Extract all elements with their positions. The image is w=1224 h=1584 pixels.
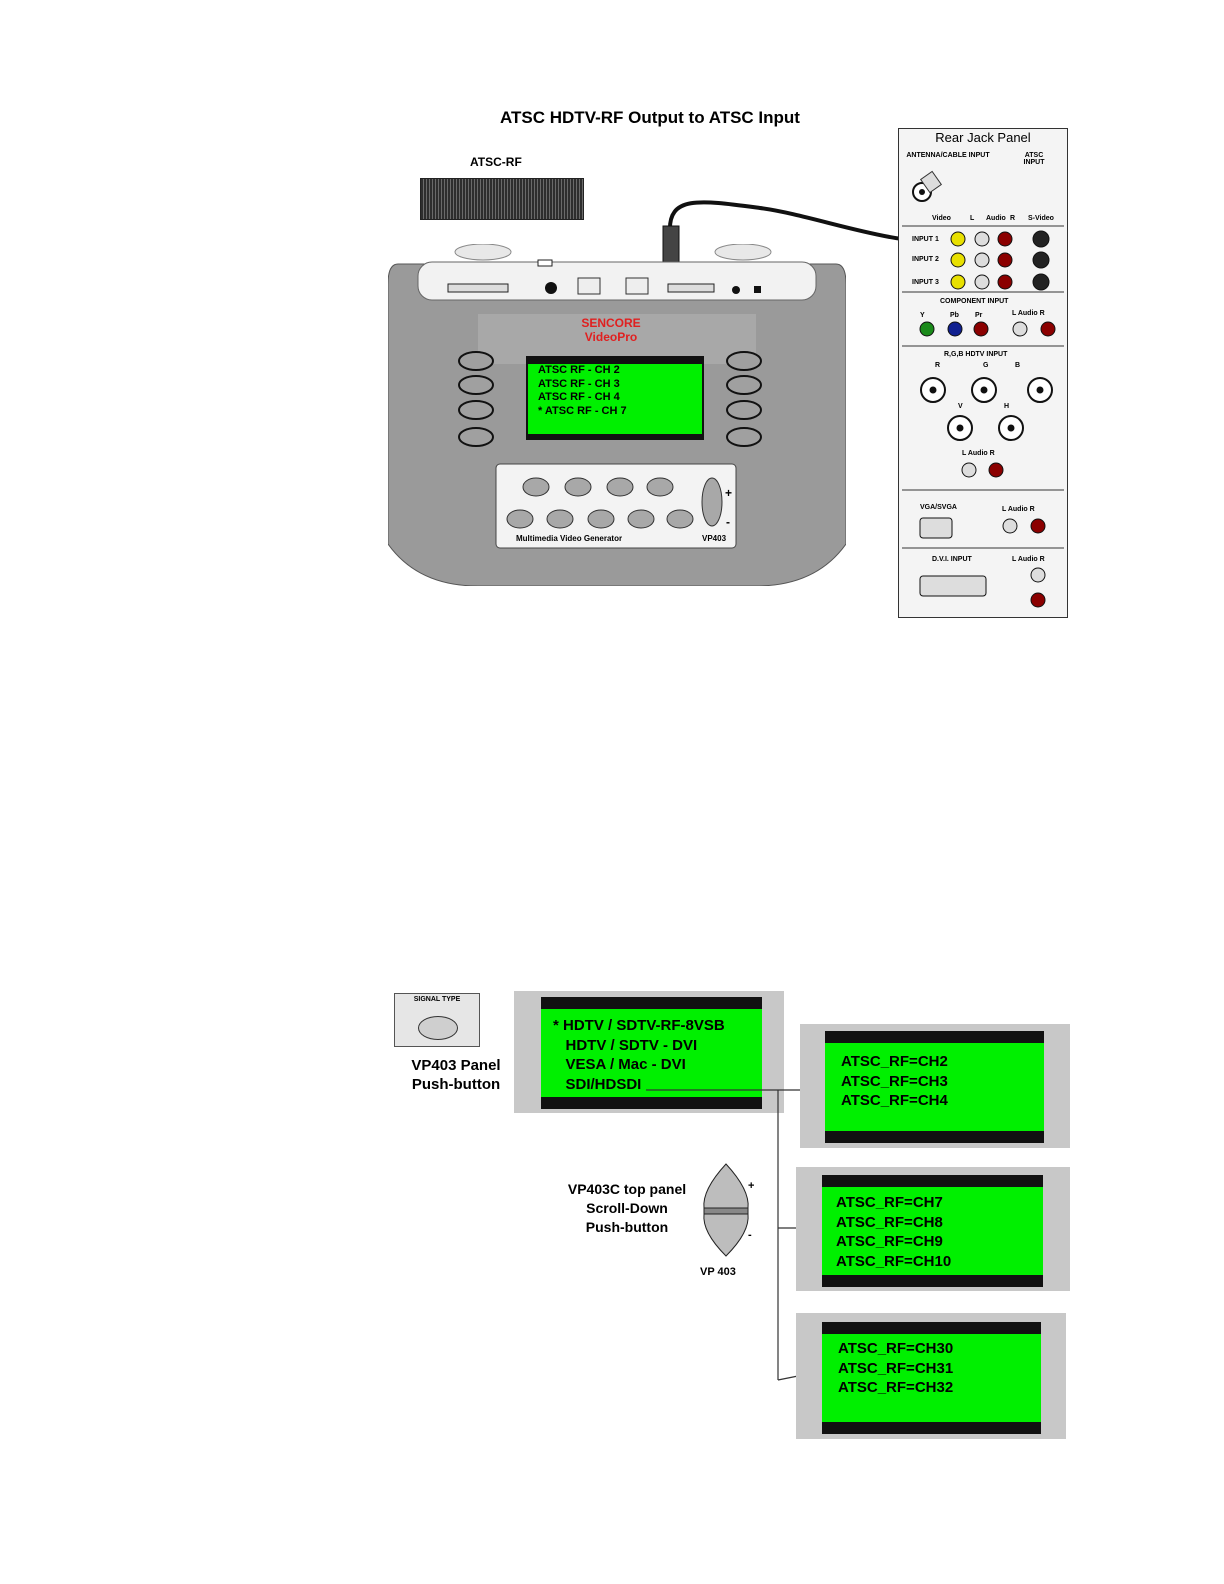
channel-line: ATSC_RF=CH3 [841, 1072, 948, 1090]
rf-signal-band [420, 178, 584, 220]
brand-line: SENCORE [581, 316, 641, 330]
rgb-b: B [1015, 362, 1021, 369]
col-video: Video [932, 215, 951, 222]
col-l: L [970, 215, 975, 222]
lcd-line: ATSC RF - CH 3 [538, 377, 620, 390]
minus-sign: - [726, 515, 730, 529]
rear-panel-title: Rear Jack Panel [935, 130, 1031, 145]
input1-label: INPUT 1 [912, 236, 939, 243]
channel-lcd: ATSC_RF=CH2 ATSC_RF=CH3 ATSC_RF=CH4 [825, 1031, 1044, 1143]
comp-y: Y [920, 312, 925, 319]
col-r: R [1010, 215, 1016, 222]
channel-line: ATSC_RF=CH8 [836, 1213, 943, 1231]
lcd-line: ATSC RF - CH 2 [538, 364, 620, 376]
menu-line: HDTV / SDTV - DVI [553, 1036, 698, 1054]
scroll-caption: VP403C top panel Scroll-Down Push-button [552, 1180, 702, 1237]
col-audio: Audio [986, 215, 1006, 222]
channel-line: ATSC_RF=CH30 [838, 1340, 954, 1357]
caption-line: Scroll-Down [586, 1200, 668, 1216]
rgb-g: G [983, 362, 989, 369]
channel-lcd: ATSC_RF=CH7 ATSC_RF=CH8 ATSC_RF=CH9 ATSC… [822, 1175, 1043, 1287]
input2-label: INPUT 2 [912, 256, 939, 263]
input3-label: INPUT 3 [912, 279, 939, 286]
rgb-label: R,G,B HDTV INPUT [944, 351, 1008, 358]
panel-label-left: Multimedia Video Generator [516, 534, 623, 543]
plus-sign: + [725, 486, 733, 500]
channel-line: ATSC_RF=CH10 [836, 1252, 952, 1270]
channel-lcd: ATSC_RF=CH30 ATSC_RF=CH31 ATSC_RF=CH32 [822, 1322, 1041, 1434]
plus-sign: + [748, 1180, 755, 1192]
rear-panel-graphics [902, 170, 1064, 608]
rgb-h: H [1004, 403, 1010, 410]
vp403-panel-caption: VP403 Panel Push-button [400, 1056, 512, 1094]
brand-line: VideoPro [584, 330, 638, 344]
device-lcd: ATSC RF - CH 2 ATSC RF - CH 3 ATSC RF - … [526, 356, 704, 440]
comp-audio: L Audio R [1012, 310, 1045, 317]
vga-label: VGA/SVGA [920, 504, 957, 511]
menu-line: VESA / Mac - DVI [553, 1056, 686, 1073]
lcd-line: ATSC RF - CH 4 [538, 391, 620, 403]
vp403-label: VP 403 [700, 1266, 736, 1278]
antenna-label: ANTENNA/CABLE INPUT [906, 152, 990, 159]
lcd-line: * ATSC RF - CH 7 [538, 404, 627, 417]
channel-line: ATSC_RF=CH32 [838, 1379, 954, 1396]
vga-audio: L Audio R [1002, 506, 1035, 513]
rgb-v: V [958, 403, 963, 410]
atsc-rf-label: ATSC-RF [470, 155, 522, 169]
comp-pr: Pr [975, 312, 983, 319]
menu-line: * HDTV / SDTV-RF-8VSB [553, 1017, 725, 1034]
caption-line: VP403 Panel [411, 1057, 501, 1074]
rgb-r: R [935, 362, 941, 369]
diagram-title: ATSC HDTV-RF Output to ATSC Input [500, 108, 800, 127]
caption-line: Push-button [411, 1076, 501, 1093]
signal-type-label: SIGNAL TYPE [413, 996, 461, 1003]
dvi-audio: L Audio R [1012, 556, 1045, 563]
col-svideo: S-Video [1028, 215, 1054, 222]
caption-line: VP403C top panel [567, 1181, 687, 1197]
minus-sign: - [748, 1229, 752, 1241]
component-label: COMPONENT INPUT [940, 298, 1009, 305]
signal-type-button[interactable] [418, 1016, 458, 1040]
device-brand: SENCORE VideoPro [556, 316, 666, 344]
menu-line: SDI/HDSDI [553, 1075, 642, 1093]
channel-line: ATSC_RF=CH2 [841, 1053, 948, 1070]
rgb-audio: L Audio R [962, 450, 995, 457]
atsc-input-label: ATSC INPUT [1023, 152, 1045, 166]
panel-label-right: VP403 [702, 534, 727, 543]
channel-line: ATSC_RF=CH9 [836, 1233, 943, 1250]
channel-line: ATSC_RF=CH31 [838, 1359, 954, 1377]
scroll-down-button[interactable] [700, 1160, 752, 1260]
comp-pb: Pb [950, 312, 959, 319]
channel-line: ATSC_RF=CH4 [841, 1092, 948, 1109]
channel-line: ATSC_RF=CH7 [836, 1194, 943, 1211]
caption-line: Push-button [585, 1219, 669, 1235]
dvi-label: D.V.I. INPUT [932, 556, 972, 563]
